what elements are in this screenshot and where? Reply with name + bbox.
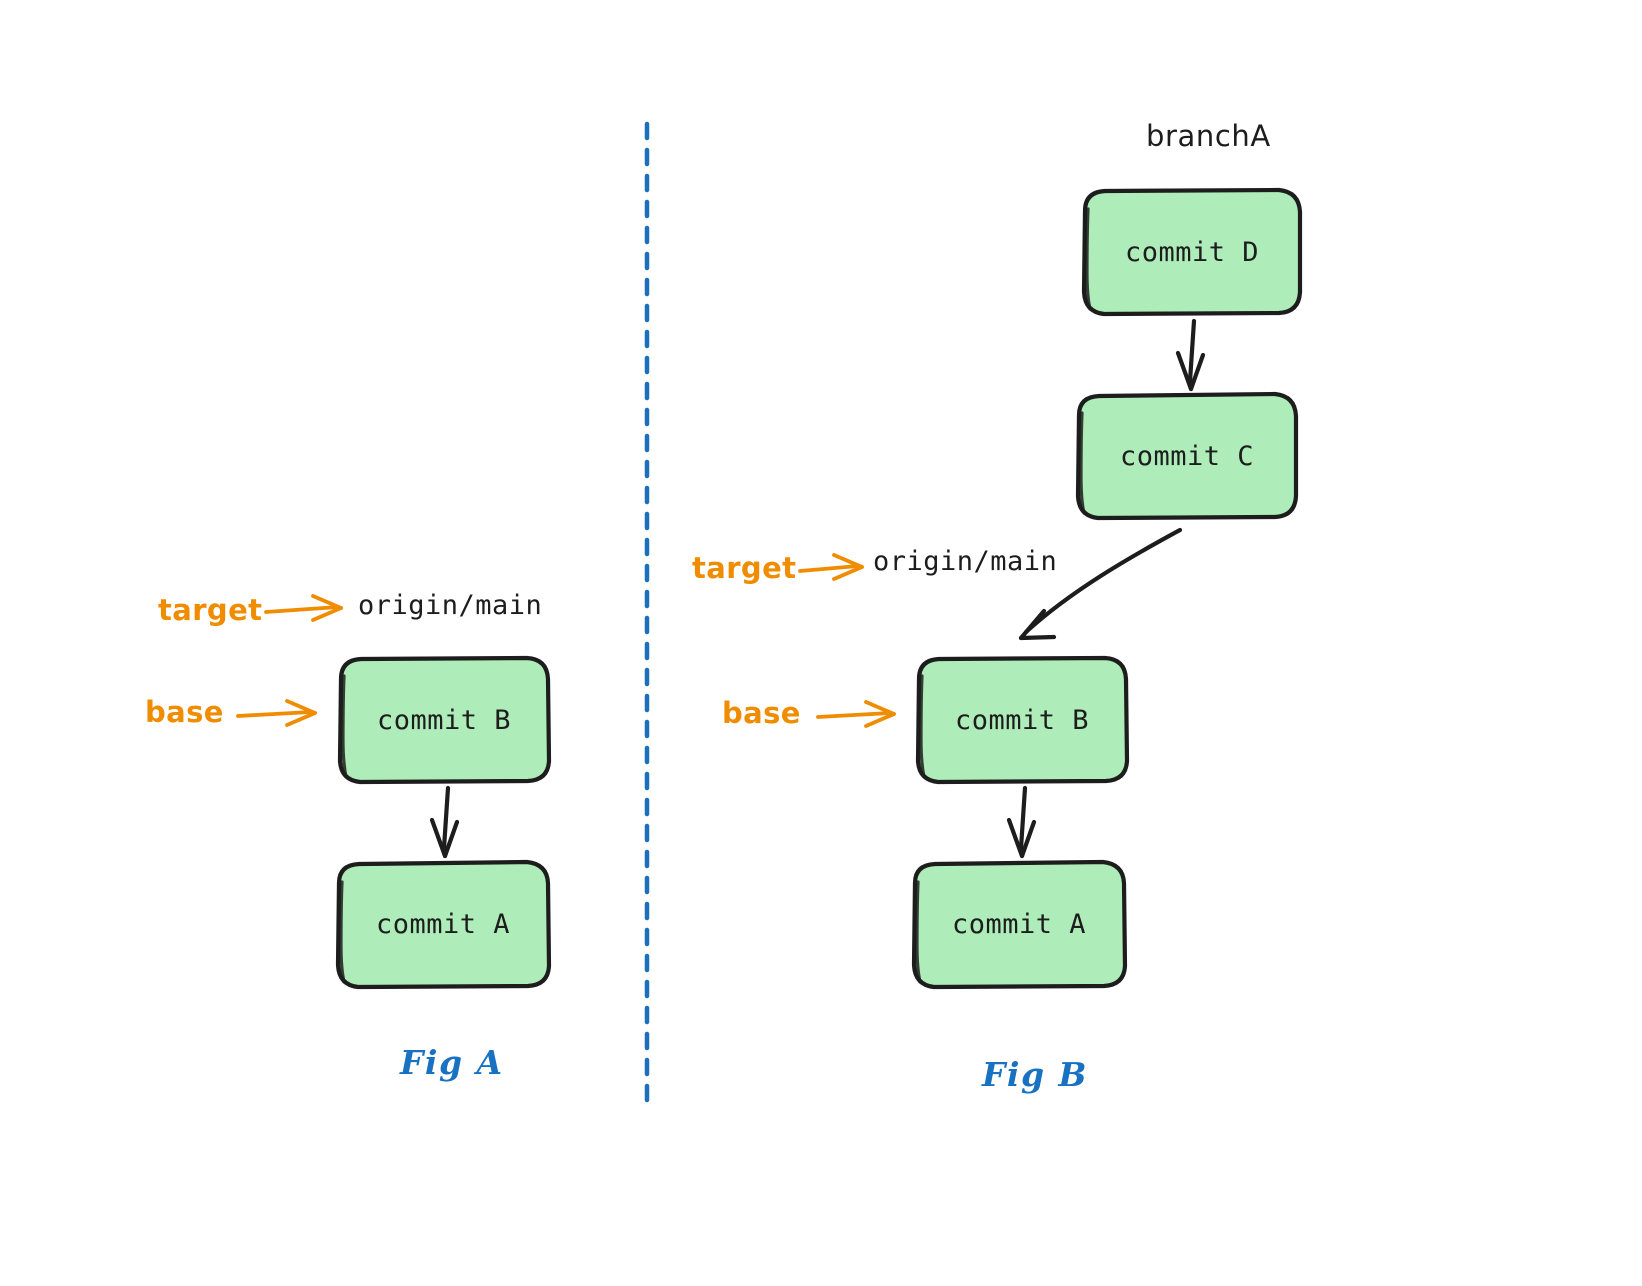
node-commit-d-fig-b[interactable] [1081,187,1303,317]
annotation-arrow-target-fig-a [264,594,343,622]
annotation-label-base-fig-a: base [145,695,224,729]
edge-d-to-c-fig-b [1175,318,1206,392]
node-commit-a-fig-b[interactable] [911,859,1128,990]
annotation-arrow-base-fig-a [236,699,317,727]
node-commit-c-fig-b[interactable] [1075,391,1299,521]
annotation-label-base-fig-b: base [722,696,801,730]
ref-label-origin-main-fig-a: origin/main [358,590,543,621]
annotation-arrow-base-fig-b [816,700,896,728]
node-commit-a-fig-a[interactable] [335,859,552,990]
ref-label-origin-main-fig-b: origin/main [873,546,1058,577]
edge-c-to-b-fig-b [1018,527,1183,641]
node-commit-b-fig-b[interactable] [915,655,1130,785]
figure-b [798,187,1303,990]
annotation-label-target-fig-b: target [692,551,797,585]
annotation-label-target-fig-a: target [158,593,263,627]
edge-b-to-a-fig-b [1006,785,1037,859]
figure-caption-fig-a: Fig A [400,1043,504,1082]
annotation-arrow-target-fig-b [798,553,864,581]
figure-a [236,594,552,990]
figure-caption-fig-b: Fig B [982,1055,1088,1094]
edge-b-to-a-fig-a [429,785,460,859]
node-commit-b-fig-a[interactable] [337,655,552,785]
ref-label-brancha-fig-b: branchA [1146,119,1271,153]
